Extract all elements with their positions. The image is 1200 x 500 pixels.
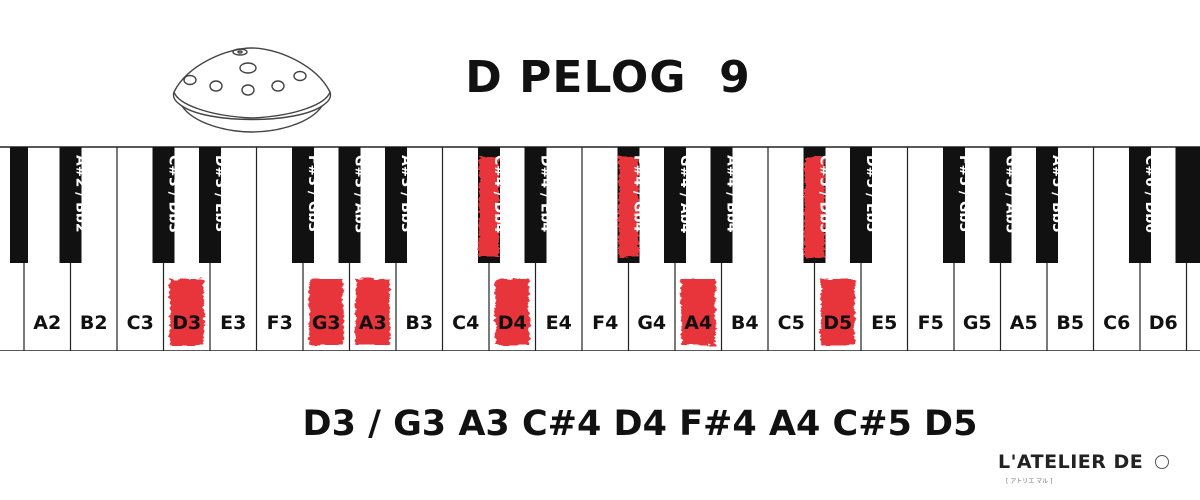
- black-key: [1129, 147, 1151, 263]
- white-key-b2: B2: [80, 312, 108, 334]
- brand-circle-icon: [1155, 455, 1169, 469]
- black-key: [524, 147, 547, 263]
- white-key-a5: A5: [1010, 312, 1038, 334]
- black-key: [989, 147, 1012, 263]
- black-key: [664, 147, 686, 263]
- black-key-label: C#5 / Db5: [817, 155, 833, 233]
- brand-logo: L'ATELIER DE [ アトリエ マル ]: [998, 451, 1188, 491]
- black-key: [338, 147, 361, 263]
- white-key-e5: E5: [871, 312, 897, 334]
- black-key-label: C#6 / Db6: [1142, 155, 1158, 233]
- black-key: [199, 147, 221, 263]
- black-key-label: A#2 / Bb2: [73, 155, 89, 233]
- diagram-title: D PELOG 9: [465, 52, 751, 103]
- white-key-a3: A3: [359, 312, 387, 334]
- black-key-label: G#3 / Ab3: [352, 155, 368, 233]
- white-key-c3: C3: [127, 312, 154, 334]
- highlight-mark-a4: [681, 279, 716, 345]
- black-key-label: A#4 / Bb4: [724, 155, 740, 233]
- white-key-c6: C6: [1103, 312, 1130, 334]
- white-key-c5: C5: [778, 312, 805, 334]
- white-key-b5: B5: [1056, 312, 1084, 334]
- highlight-mark-fs4: [618, 157, 639, 257]
- piano-keyboard: A2 B2 C3 D3 E3 F3 G3 A3 B3 C4 D4 E4 F4 G4 A4 B4 C5 D5 E5 F5…: [0, 146, 1200, 351]
- black-key: [943, 147, 965, 263]
- white-key-c4: C4: [452, 312, 479, 334]
- white-key-b4: B4: [731, 312, 759, 334]
- black-key: [10, 147, 28, 263]
- white-key-e4: E4: [546, 312, 572, 334]
- black-key: [850, 147, 872, 263]
- black-key: [1175, 147, 1200, 263]
- white-key-f4: F4: [592, 312, 618, 334]
- white-key-f5: F5: [918, 312, 944, 334]
- black-key: [710, 147, 733, 263]
- black-key-label: D#3 / Eb3: [212, 155, 228, 232]
- white-key-e3: E3: [220, 312, 246, 334]
- white-key-b3: B3: [405, 312, 433, 334]
- black-key-label: D#4 / Eb4: [538, 155, 554, 233]
- brand-subtitle: [ アトリエ マル ]: [1006, 478, 1053, 485]
- handpan-icon: [172, 47, 332, 133]
- highlight-mark-cs4: [479, 157, 499, 257]
- black-key: [152, 147, 175, 263]
- black-key-label: D#5 / Eb5: [863, 155, 879, 232]
- black-key-label: C#4 / Db4: [491, 155, 507, 233]
- scale-notes: D3 / G3 A3 C#4 D4 F#4 A4 C#5 D5: [302, 404, 978, 444]
- white-key-f3: F3: [267, 312, 293, 334]
- black-key: [292, 147, 314, 263]
- white-key-a4: A4: [684, 312, 712, 334]
- black-key-label: G#5 / Ab5: [1003, 155, 1019, 233]
- brand-name: L'ATELIER DE: [998, 451, 1144, 473]
- highlight-mark-d4: [495, 279, 530, 345]
- white-key-a2: A2: [33, 312, 61, 334]
- highlight-mark-d5: [820, 279, 855, 345]
- black-key-label: A#5 / Bb5: [1049, 155, 1065, 233]
- white-key-d4: D4: [498, 312, 527, 334]
- black-key: [59, 147, 82, 263]
- white-key-d3: D3: [172, 312, 201, 334]
- highlight-mark-a3: [355, 279, 390, 345]
- black-key-label: C#3 / Db3: [166, 155, 182, 233]
- white-key-g3: G3: [312, 312, 341, 334]
- highlight-mark-cs5: [804, 157, 825, 257]
- black-key-label: F#4 / Gb4: [631, 155, 647, 232]
- black-key-label: F#3 / Gb3: [305, 155, 321, 232]
- black-key-label: F#5 / Gb5: [956, 155, 972, 232]
- white-key-g4: G4: [637, 312, 666, 334]
- black-key: [385, 147, 407, 263]
- white-key-d6: D6: [1149, 312, 1178, 334]
- black-key-label: G#4 / Ab4: [677, 155, 693, 234]
- black-key: [1036, 147, 1058, 263]
- highlight-mark-g3: [309, 279, 344, 345]
- highlight-mark-d3: [169, 279, 204, 345]
- white-key-d5: D5: [823, 312, 852, 334]
- black-key-label: A#3 / Bb3: [398, 155, 414, 233]
- white-key-g5: G5: [963, 312, 992, 334]
